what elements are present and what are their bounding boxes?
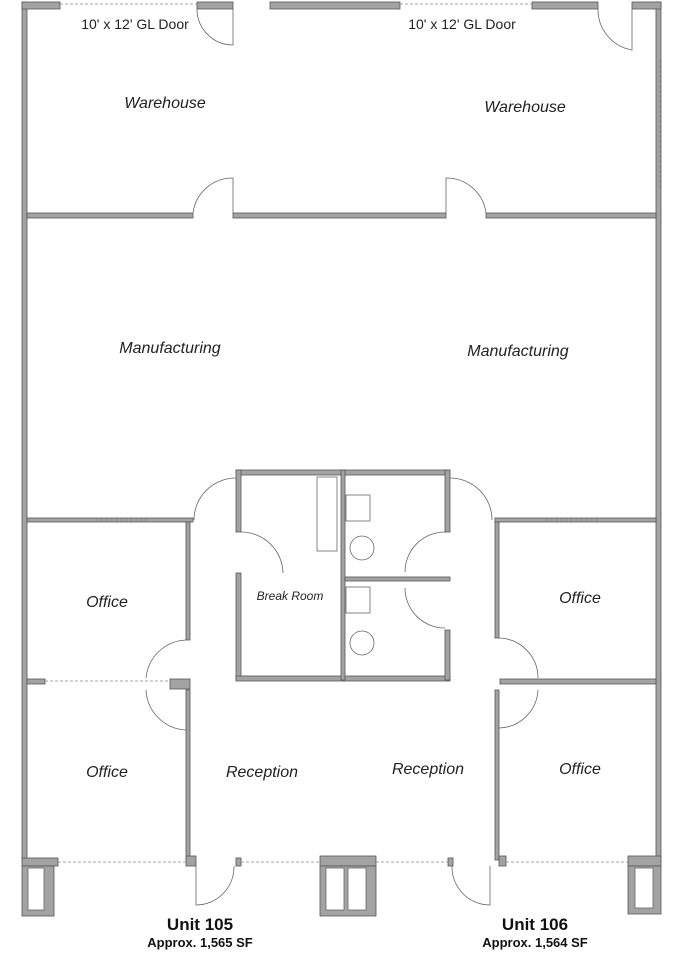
unit-name: Unit 105 <box>167 915 233 934</box>
unit-area: Approx. 1,564 SF <box>482 935 588 950</box>
toilet-icon <box>349 535 375 561</box>
room-label-manufacturing: Manufacturing <box>119 340 220 357</box>
unit-area: Approx. 1,565 SF <box>147 935 253 950</box>
room-label-reception: Reception <box>226 764 298 781</box>
room-label-manufacturing: Manufacturing <box>467 343 568 360</box>
room-label-office: Office <box>86 764 128 781</box>
room-label-warehouse: Warehouse <box>124 95 206 112</box>
gl-door-label: 10' x 12' GL Door <box>81 16 189 32</box>
room-label-office: Office <box>86 594 128 611</box>
kitchen-sink-icon <box>316 476 338 552</box>
toilet-icon <box>349 630 375 656</box>
unit-name: Unit 106 <box>502 915 568 934</box>
room-label-reception: Reception <box>392 761 464 778</box>
bathroom-sink-icon <box>345 494 371 522</box>
bathroom-sink-icon <box>345 586 371 614</box>
room-label-office: Office <box>559 590 601 607</box>
room-label-office: Office <box>559 761 601 778</box>
fixtures <box>316 476 375 656</box>
door-swings <box>145 8 633 906</box>
room-label-break-room: Break Room <box>257 589 324 603</box>
room-label-warehouse: Warehouse <box>484 99 566 116</box>
gl-door-label: 10' x 12' GL Door <box>408 16 516 32</box>
walls <box>21 1 662 917</box>
